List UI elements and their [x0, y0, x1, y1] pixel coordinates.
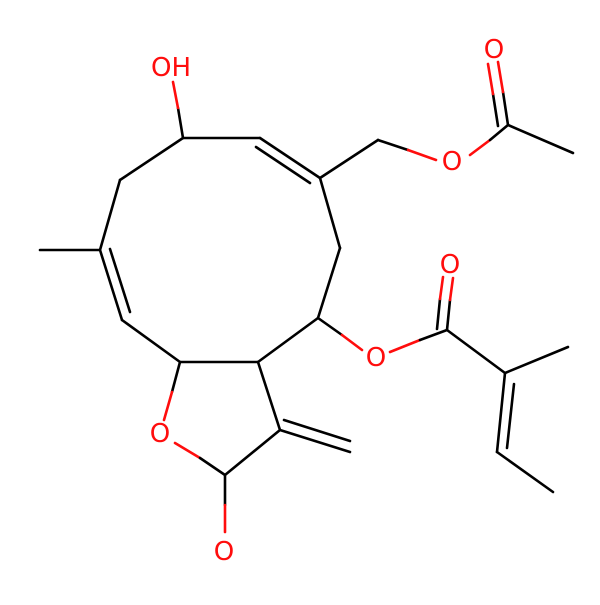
- bond: [98, 178, 122, 252]
- bond: [278, 428, 352, 454]
- ester-carbonyl-oxygen-label: O: [440, 250, 460, 280]
- ester-ether-oxygen-label: O: [366, 343, 386, 373]
- bond: [506, 123, 575, 155]
- bond: [505, 382, 516, 450]
- lactone-carbonyl-oxygen-label: O: [214, 537, 234, 567]
- bond: [495, 371, 507, 454]
- acetate-carbonyl-oxygen-label: O: [484, 35, 504, 65]
- bond: [448, 276, 455, 302]
- bond: [318, 138, 380, 180]
- bond: [98, 248, 124, 322]
- bond: [118, 136, 185, 182]
- bond: [503, 345, 570, 375]
- bond: [256, 316, 320, 364]
- bond: [340, 333, 364, 352]
- hydroxyl-label: OH: [151, 53, 191, 83]
- bond: [496, 60, 505, 94]
- bond: [316, 316, 344, 337]
- acetate-ether-oxygen-label: O: [442, 147, 462, 177]
- bond: [318, 176, 342, 250]
- bond: [282, 418, 352, 443]
- bond: [171, 80, 180, 110]
- bond: [406, 148, 438, 162]
- bond: [254, 145, 312, 185]
- bond: [256, 360, 282, 432]
- bond: [445, 328, 507, 375]
- bond: [435, 297, 442, 331]
- lactone-ring-oxygen-label: O: [150, 419, 170, 449]
- bond: [316, 246, 342, 320]
- bond: [198, 456, 227, 477]
- bond: [120, 318, 182, 364]
- bond: [488, 123, 510, 142]
- bond: [388, 338, 422, 354]
- bond: [468, 138, 492, 157]
- bond: [501, 90, 510, 127]
- bond: [495, 450, 555, 494]
- bond: [173, 441, 202, 460]
- bond: [376, 138, 410, 152]
- bond: [223, 428, 282, 477]
- bond: [445, 298, 452, 332]
- bond: [438, 275, 445, 301]
- bond: [491, 92, 500, 128]
- bond: [176, 106, 185, 140]
- bond: [162, 390, 174, 422]
- bond: [258, 136, 322, 180]
- bond: [486, 62, 495, 96]
- bond: [170, 360, 182, 394]
- bond: [108, 247, 132, 314]
- bond: [418, 328, 449, 342]
